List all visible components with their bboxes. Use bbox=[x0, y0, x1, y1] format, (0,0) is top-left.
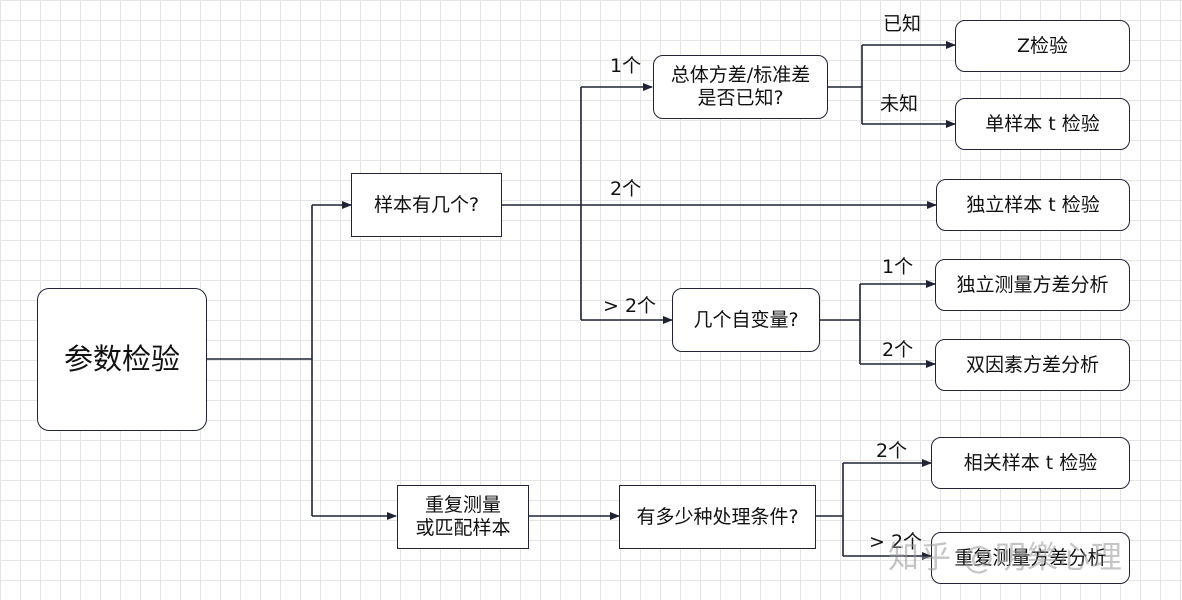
one-sample-t-node: 单样本 t 检验 bbox=[955, 98, 1130, 150]
edge-label-one-sample: 1个 bbox=[610, 55, 642, 77]
edge-label-more-samples: > 2个 bbox=[603, 295, 657, 317]
root-node: 参数检验 bbox=[37, 288, 207, 431]
edge-label-known: 已知 bbox=[883, 13, 922, 35]
num-ivs-node: 几个自变量? bbox=[672, 288, 820, 352]
variance-known-node: 总体方差/标准差 是否已知? bbox=[653, 55, 828, 119]
sample-count-node: 样本有几个? bbox=[351, 173, 502, 237]
repeated-anova-node: 重复测量方差分析 bbox=[931, 532, 1130, 584]
twoway-anova-node: 双因素方差分析 bbox=[935, 339, 1130, 391]
edge-label-more-conditions: > 2个 bbox=[869, 531, 923, 553]
edge-label-two-conditions: 2个 bbox=[876, 440, 908, 462]
num-conditions-node: 有多少种处理条件? bbox=[619, 485, 816, 549]
watermark: 知乎 @明樂心理 bbox=[888, 540, 1123, 576]
repeated-node: 重复测量 或匹配样本 bbox=[397, 485, 529, 549]
edge-label-one-iv: 1个 bbox=[882, 256, 914, 278]
oneway-anova-node: 独立测量方差分析 bbox=[935, 259, 1130, 311]
paired-t-node: 相关样本 t 检验 bbox=[931, 437, 1130, 489]
edge-label-unknown: 未知 bbox=[880, 93, 919, 115]
independent-t-node: 独立样本 t 检验 bbox=[936, 179, 1130, 231]
edge-label-two-samples: 2个 bbox=[610, 178, 642, 200]
z-test-node: Z检验 bbox=[955, 20, 1130, 72]
edge-label-two-ivs: 2个 bbox=[882, 339, 914, 361]
